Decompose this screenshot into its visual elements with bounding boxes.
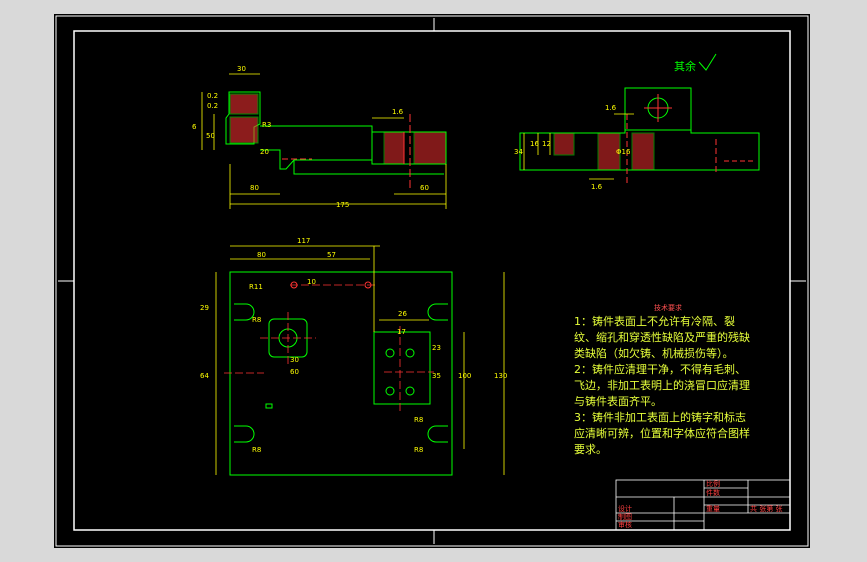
- dim-text: R8: [414, 416, 423, 424]
- dim-text: 50: [206, 132, 215, 140]
- title-block-label: 制图: [618, 512, 632, 521]
- dim-text: 23: [432, 344, 441, 352]
- side-view-dimensions: [523, 113, 634, 180]
- dim-text: 1.6: [392, 108, 404, 116]
- title-block-label: 比例: [706, 479, 720, 488]
- surface-finish-note: 其余: [674, 59, 696, 73]
- roughness-symbol-icon: [698, 53, 717, 71]
- tech-requirement-line: 类缺陷（如欠铸、机械损伤等）。: [574, 347, 734, 360]
- plan-view-dimensions: [215, 245, 505, 475]
- plan-view-centerlines: [224, 284, 434, 414]
- dim-text: 100: [458, 372, 471, 380]
- dim-text: 29: [200, 304, 209, 312]
- dim-text: 117: [297, 237, 310, 245]
- tech-requirement-line: 飞边，非加工表明上的浇冒口应清理: [574, 379, 750, 392]
- cad-drawing-canvas[interactable]: 30 0.2 0.2 6 50 R3 20 80 60 175 1.6: [54, 14, 810, 548]
- tech-requirements-title: 技术要求: [654, 304, 682, 312]
- dim-text: 0.2: [207, 92, 218, 100]
- tech-requirement-line: 应清晰可辨，位置和字体应符合图样: [574, 427, 750, 440]
- plan-view-dim-labels: 117 80 57 10 R11 29 60 17 26 23 35 30 64…: [200, 237, 507, 454]
- dim-text: 17: [397, 328, 406, 336]
- dim-text: 35: [432, 372, 441, 380]
- dim-text: 20: [260, 148, 269, 156]
- dim-text: 57: [327, 251, 336, 259]
- dim-text: R3: [262, 121, 271, 129]
- side-view: [519, 87, 760, 184]
- dim-text: 26: [398, 310, 407, 318]
- title-block-labels: 比例 件数 重量 共 张第 张 设计 制图 审核: [618, 479, 782, 529]
- dim-text: 130: [494, 372, 507, 380]
- dim-text: 10: [307, 278, 316, 286]
- dim-text: 34: [514, 148, 523, 156]
- dim-text: Φ16: [616, 148, 631, 156]
- dim-text: 1.6: [605, 104, 617, 112]
- title-block-label: 共 张第 张: [750, 504, 782, 513]
- title-block: [615, 479, 791, 531]
- title-block-label: 审核: [618, 520, 632, 529]
- title-block-label: 设计: [618, 504, 632, 513]
- outer-frame: [55, 15, 809, 547]
- dim-text: R8: [414, 446, 423, 454]
- dim-text: 30: [290, 356, 299, 364]
- front-view: [225, 91, 447, 189]
- dim-text: 16: [530, 140, 539, 148]
- dim-text: R8: [252, 446, 261, 454]
- side-view-dim-labels: 1.6 34 16 12 Φ16 1.6: [514, 104, 631, 191]
- dim-text: 1.6: [591, 183, 603, 191]
- front-view-dimensions: [201, 73, 447, 209]
- tech-requirement-line: 3：铸件非加工表面上的铸字和标志: [574, 411, 746, 424]
- inner-frame: [73, 30, 791, 531]
- tech-requirement-line: 1：铸件表面上不允许有冷隔、裂: [574, 315, 735, 328]
- dim-text: R11: [249, 283, 263, 291]
- tech-requirement-line: 要求。: [574, 443, 607, 456]
- dim-text: 60: [420, 184, 429, 192]
- dim-text: 6: [192, 123, 197, 131]
- dim-text: 12: [542, 140, 551, 148]
- tech-requirement-line: 纹、缩孔和穿透性缺陷及严重的残缺: [574, 331, 750, 344]
- dim-text: 60: [290, 368, 299, 376]
- title-block-label: 件数: [706, 488, 720, 497]
- dim-text: 30: [237, 65, 246, 73]
- drawing-viewport[interactable]: 30 0.2 0.2 6 50 R3 20 80 60 175 1.6: [54, 14, 810, 548]
- dim-text: 80: [250, 184, 259, 192]
- dim-text: 64: [200, 372, 209, 380]
- dim-text: 175: [336, 201, 349, 209]
- tech-requirement-line: 2：铸件应清理干净，不得有毛刺、: [574, 363, 746, 376]
- dim-text: 80: [257, 251, 266, 259]
- front-view-dim-labels: 30 0.2 0.2 6 50 R3 20 80 60 175 1.6: [192, 65, 429, 209]
- dim-text: 0.2: [207, 102, 218, 110]
- dim-text: R8: [252, 316, 261, 324]
- plan-view: [229, 271, 453, 476]
- tech-requirement-line: 与铸件表面齐平。: [574, 395, 662, 408]
- title-block-label: 重量: [706, 505, 720, 513]
